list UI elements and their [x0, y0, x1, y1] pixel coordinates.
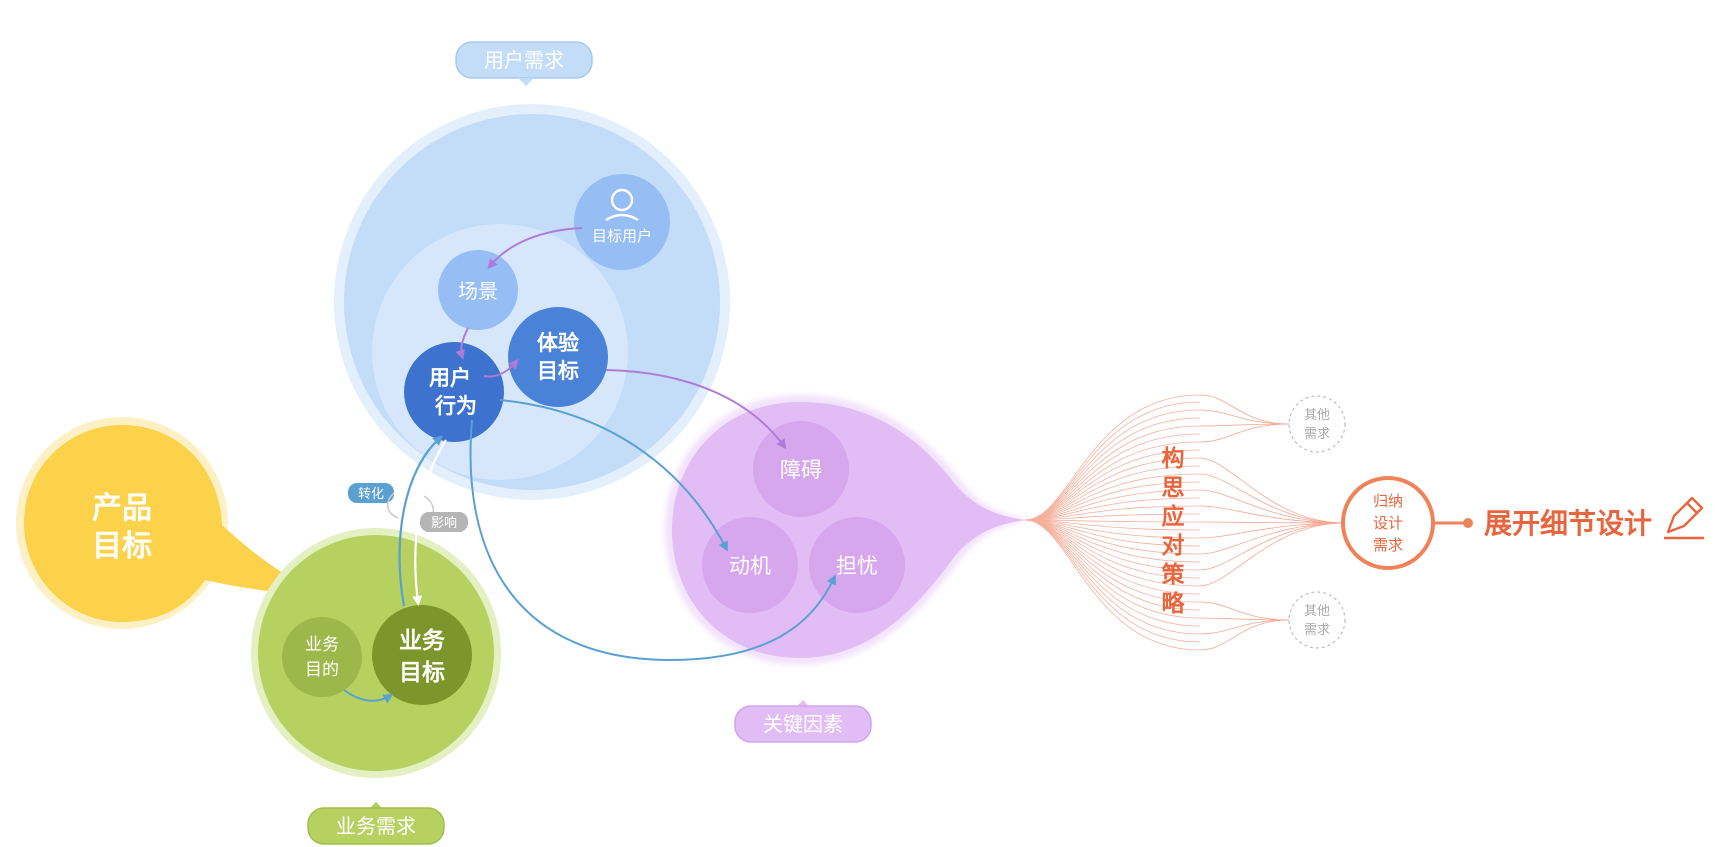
- arrow-scene-to-behavior: [455, 327, 469, 360]
- strategy-char-4: 对: [1162, 533, 1185, 559]
- summarize-node: 归纳 设计 需求: [1341, 476, 1473, 570]
- user-needs-tag: 用户需求: [455, 41, 593, 86]
- influence-tag: 影响: [420, 495, 468, 532]
- arrow-conversion: [398, 435, 443, 607]
- experience-goal-label-line2: 目标: [537, 359, 579, 383]
- other-needs-top-line1: 其他: [1304, 408, 1330, 423]
- key-factors-tag: 关键因素: [734, 700, 872, 743]
- product-goal-label-line1: 产品: [92, 491, 152, 526]
- business-needs-group: 业务 目的 业务 目标: [251, 528, 501, 778]
- user-needs-tag-label: 用户需求: [484, 48, 564, 72]
- business-goal-node: [372, 605, 472, 705]
- other-needs-top-node: 其他 需求: [1288, 395, 1346, 453]
- summarize-line3: 需求: [1373, 536, 1403, 554]
- business-goal-label-line2: 目标: [399, 660, 445, 686]
- business-purpose-label-line1: 业务: [305, 635, 339, 655]
- obstacle-label: 障碍: [780, 458, 822, 482]
- worry-node: [809, 517, 905, 613]
- detail-design-label: 展开细节设计: [1484, 507, 1652, 540]
- strategy-char-6: 略: [1162, 590, 1186, 617]
- user-behavior-label-line1: 用户: [429, 366, 471, 390]
- key-factors-tag-label: 关键因素: [763, 712, 843, 736]
- business-needs-tag-label: 业务需求: [336, 814, 416, 838]
- arrow-behavior-to-worry: [469, 419, 837, 662]
- product-goal-node: [24, 425, 322, 622]
- business-purpose-node: [282, 617, 362, 697]
- strategy-fan: [1024, 394, 1201, 651]
- arrow-behavior-to-motivation: [499, 399, 728, 552]
- product-goal-group: 产品 目标: [16, 417, 322, 629]
- arrow-experience-to-obstacle: [605, 369, 787, 450]
- connector-dot: [1463, 518, 1473, 528]
- influence-tag-label: 影响: [431, 515, 457, 531]
- user-behavior-label-line2: 行为: [434, 394, 477, 418]
- strategy-label: 构 思 应 对 策 略: [1162, 445, 1186, 617]
- business-goal-label-line1: 业务: [399, 628, 446, 654]
- strategy-char-5: 策: [1162, 561, 1186, 588]
- business-needs-tag: 业务需求: [307, 802, 445, 845]
- worry-label: 担忧: [836, 554, 878, 578]
- target-user-label: 目标用户: [592, 227, 652, 245]
- arrow-influence: [412, 439, 447, 606]
- other-needs-top-line2: 需求: [1304, 427, 1330, 442]
- arrow-purpose-to-goal: [343, 689, 394, 704]
- summarize-line2: 设计: [1373, 514, 1403, 532]
- product-goal-label-line2: 目标: [92, 529, 152, 564]
- conversion-tag: 转化: [348, 483, 399, 519]
- strategy-char-2: 思: [1162, 475, 1185, 501]
- cross-arrows: [398, 369, 837, 662]
- motivation-label: 动机: [729, 554, 771, 578]
- strategy-convergence: [1199, 394, 1346, 651]
- user-icon: [605, 188, 639, 222]
- summarize-line1: 归纳: [1373, 492, 1403, 510]
- experience-goal-label-line1: 体验: [537, 331, 579, 355]
- arrow-behavior-to-experience: [483, 358, 519, 378]
- scene-label: 场景: [458, 279, 498, 303]
- arrow-target-user-to-scene: [487, 227, 583, 270]
- strategy-char-3: 应: [1162, 503, 1185, 530]
- key-factors-group: 障碍 动机 担忧: [665, 395, 1030, 665]
- other-needs-bottom-line2: 需求: [1304, 623, 1330, 638]
- other-needs-bottom-line1: 其他: [1304, 604, 1330, 619]
- other-needs-bottom-node: 其他 需求: [1288, 591, 1346, 649]
- conversion-tag-label: 转化: [358, 487, 384, 502]
- pencil-icon: [1664, 496, 1704, 540]
- strategy-char-1: 构: [1162, 445, 1185, 472]
- scene-node: [438, 250, 518, 330]
- target-user-node: [574, 174, 670, 270]
- business-purpose-label-line2: 目的: [305, 660, 339, 680]
- user-needs-group: 目标用户 场景 体验 目标 用户 行为: [334, 104, 730, 500]
- user-behavior-node: [404, 342, 504, 442]
- experience-goal-node: [508, 307, 608, 407]
